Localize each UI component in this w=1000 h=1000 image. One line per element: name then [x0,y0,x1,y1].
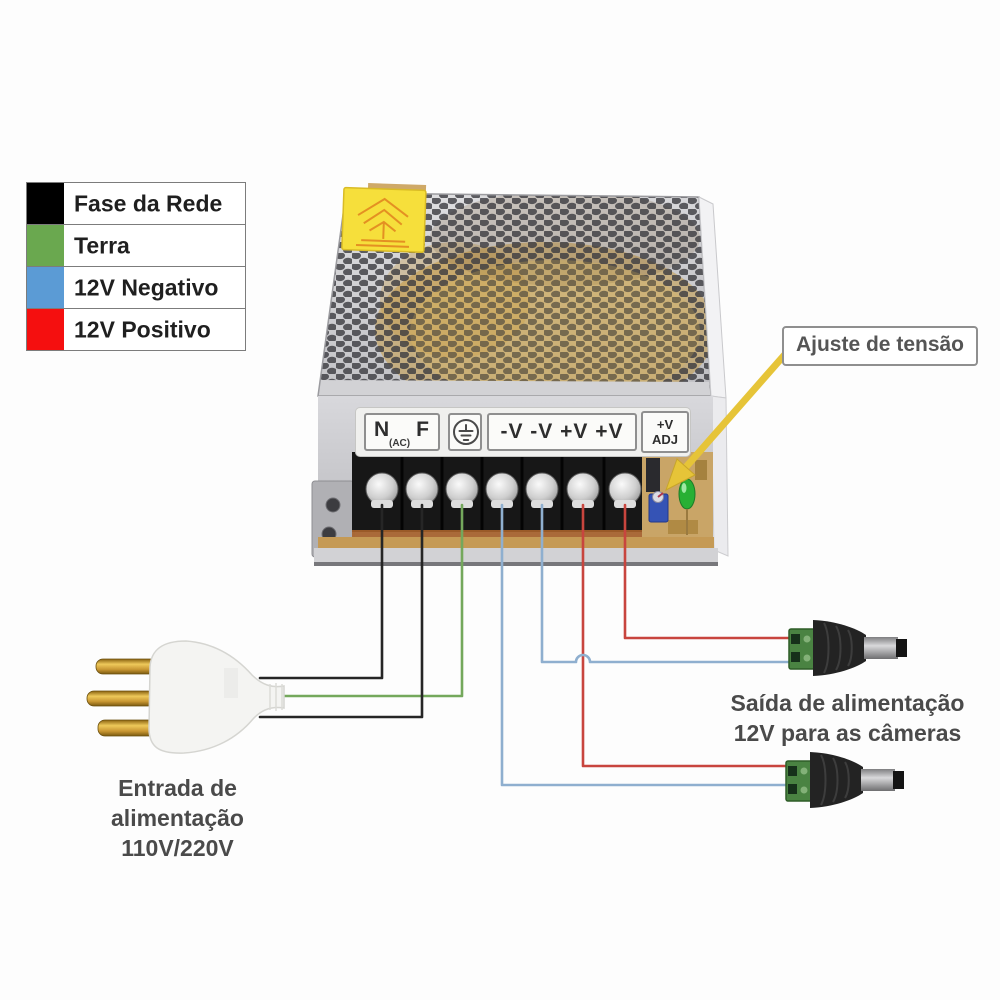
legend-label-phase: Fase da Rede [74,190,223,216]
legend-table: Fase da Rede Terra 12V Negativo 12V Posi… [26,182,246,351]
terminal-label-ac: N (AC) F [364,413,440,451]
legend-row: Terra [27,225,245,267]
terminal-label-neutral: N [374,418,390,441]
wire-negative-upper [540,503,797,664]
wire-neutral [258,503,384,680]
power-supply-unit [311,182,729,566]
legend-color-swatch-positive [27,309,64,350]
terminal-label-ground [448,413,482,451]
legend-color-swatch-negative [27,267,64,308]
plug-pin-middle [86,690,156,707]
adj-label-line2: ADJ [651,431,678,447]
base-gold-strip [318,537,714,548]
terminal-label-ac-sub: (AC) [389,438,411,449]
voltage-adjust-potentiometer [648,491,669,523]
pcb-edge-strip [352,530,642,537]
terminal-label-voltage-adj: +V ADJ [641,411,689,453]
input-caption: Entrada de alimentação 110V/220V [50,773,305,863]
wire-phase [258,503,424,719]
base-silver-strip [314,548,718,563]
terminal-label-strip: N (AC) F -V -V +V +V +V ADJ [356,408,690,456]
input-caption-line1: Entrada de alimentação [111,775,244,831]
legend-color-swatch-earth [27,225,64,266]
warning-sticker [341,186,427,254]
power-led [678,478,696,535]
legend-label-positive: 12V Positivo [74,316,211,342]
plug-pin-top [95,658,159,675]
legend-row: Fase da Rede [27,183,245,225]
output-caption-line2: 12V para as câmeras [733,720,962,746]
wire-earth [258,503,464,698]
terminal-label-phase: F [416,418,429,441]
legend-row: 12V Positivo [27,309,245,350]
ground-icon [453,419,479,445]
wiring [258,503,799,787]
mains-plug [86,640,285,754]
legend-label-earth: Terra [74,232,130,258]
wire-positive-upper [623,503,799,640]
input-caption-line2: 110V/220V [121,835,234,861]
psu-top-face [317,182,712,397]
wire-negative-lower [500,503,794,787]
plug-body [148,640,285,754]
terminal-block [352,452,642,532]
legend-label-negative: 12V Negativo [74,274,219,300]
dc-connector-upper [788,619,908,677]
voltage-adjust-callout: Ajuste de tensão [782,326,978,366]
legend-color-swatch-phase [27,183,64,224]
dc-connector-lower [785,751,905,809]
voltage-adjust-arrow [665,348,791,492]
output-caption: Saída de alimentação 12V para as câmeras [730,688,965,748]
legend-row: 12V Negativo [27,267,245,309]
wire-positive-lower [581,503,794,768]
terminal-screws [365,472,642,508]
adj-label-line1: +V [656,417,674,432]
base-bottom-edge [314,562,718,566]
terminal-label-dc-outputs: -V -V +V +V [487,413,637,451]
output-caption-line1: Saída de alimentação [730,690,965,716]
